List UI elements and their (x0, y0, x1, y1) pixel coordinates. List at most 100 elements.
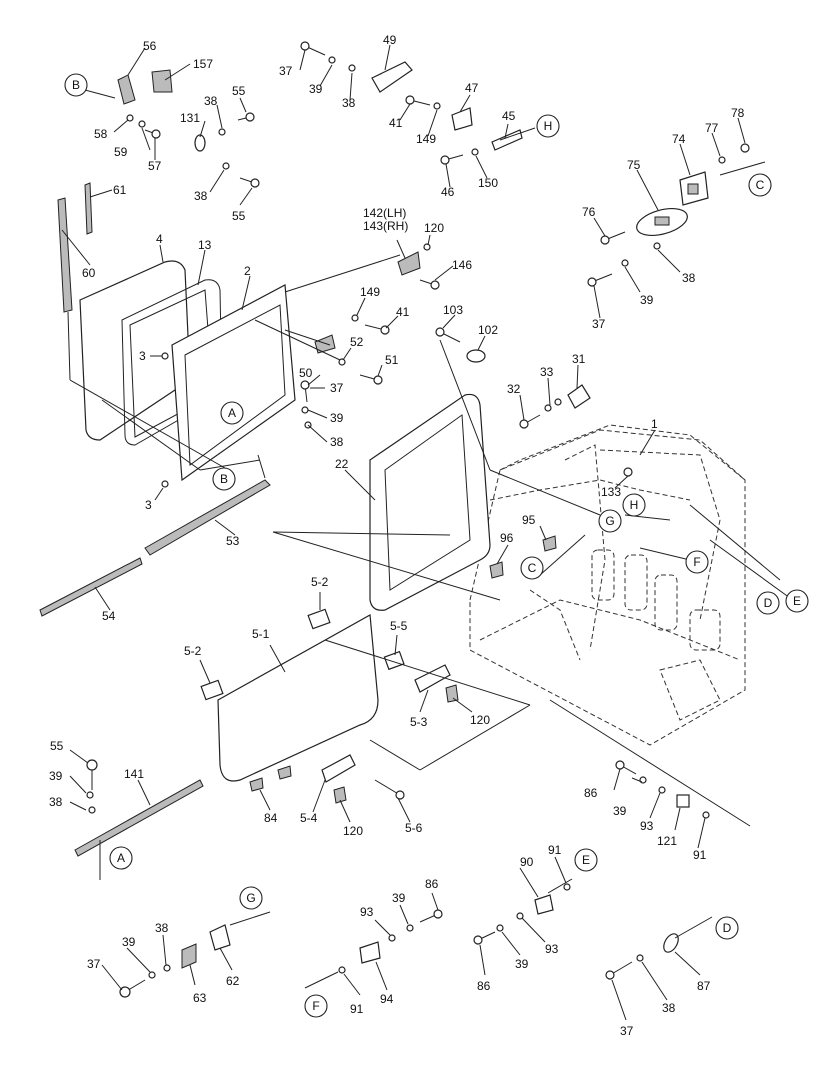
label-93-c: 93 (545, 942, 559, 956)
label-31: 31 (572, 352, 586, 366)
label-96: 96 (500, 531, 514, 545)
label-76: 76 (582, 205, 596, 219)
label-90: 90 (520, 855, 534, 869)
label-41-b: 41 (396, 305, 410, 319)
label-5-2-a: 5-2 (311, 575, 329, 589)
label-22: 22 (335, 457, 349, 471)
plate-102 (466, 349, 486, 363)
callout-h-2: H (622, 493, 646, 517)
label-2: 2 (244, 264, 251, 278)
label-149-b: 149 (360, 285, 380, 299)
label-91-a: 91 (693, 848, 707, 862)
bracket-94 (359, 941, 381, 964)
svg-text:C: C (528, 561, 537, 575)
label-120-a: 120 (424, 221, 444, 235)
wiper-60 (57, 197, 73, 313)
frame-2 (171, 284, 296, 482)
label-54: 54 (102, 609, 116, 623)
label-37-d: 37 (87, 957, 101, 971)
fasteners (86, 56, 750, 979)
label-41-a: 41 (389, 116, 403, 130)
label-5-1: 5-1 (252, 627, 270, 641)
svg-text:A: A (117, 851, 125, 865)
label-102: 102 (478, 323, 498, 337)
label-133: 133 (601, 485, 621, 499)
label-37-e: 37 (620, 1024, 634, 1038)
label-94: 94 (380, 992, 394, 1006)
label-150: 150 (478, 176, 498, 190)
label-49: 49 (383, 33, 397, 47)
label-38-a: 38 (204, 94, 218, 108)
label-131: 131 (180, 111, 200, 125)
label-87: 87 (697, 979, 711, 993)
pad-5-5 (383, 650, 405, 671)
svg-text:G: G (246, 891, 255, 905)
leader-lines (61, 44, 791, 1021)
label-5-6: 5-6 (405, 821, 423, 835)
label-61: 61 (113, 183, 127, 197)
cab-assembly (469, 424, 746, 746)
label-39-f: 39 (392, 891, 406, 905)
bracket-45 (491, 129, 523, 151)
label-146: 146 (452, 258, 472, 272)
svg-text:F: F (312, 999, 319, 1013)
label-57: 57 (148, 159, 162, 173)
callout-c-1: C (748, 173, 772, 197)
strip-53 (144, 479, 271, 556)
label-63: 63 (193, 991, 207, 1005)
bolts (86, 41, 637, 998)
label-52: 52 (350, 335, 364, 349)
label-86-b: 86 (425, 877, 439, 891)
label-5-4: 5-4 (300, 811, 318, 825)
label-93-a: 93 (640, 819, 654, 833)
label-51: 51 (385, 353, 399, 367)
label-38-c: 38 (342, 96, 356, 110)
bracket-49 (371, 61, 413, 93)
bracket-47 (451, 107, 473, 131)
strip-54 (39, 557, 143, 617)
label-38-e: 38 (330, 435, 344, 449)
label-38-g: 38 (155, 921, 169, 935)
part-labels: 56 157 38 55 131 58 59 57 38 55 49 37 39… (49, 33, 745, 1038)
plate-63 (181, 943, 197, 969)
label-93-b: 93 (360, 905, 374, 919)
bracket-74 (679, 171, 709, 206)
label-121: 121 (657, 834, 677, 848)
label-38-d: 38 (682, 271, 696, 285)
label-38-h: 38 (662, 1001, 676, 1015)
pad-5-2-a (307, 608, 331, 630)
label-39-h: 39 (515, 957, 529, 971)
callout-f-1: F (685, 550, 709, 574)
label-37-c: 37 (330, 381, 344, 395)
callout-e-1: E (785, 589, 809, 613)
label-3-b: 3 (145, 498, 152, 512)
label-86-a: 86 (584, 786, 598, 800)
callout-b-2: B (64, 73, 88, 97)
label-141: 141 (124, 767, 144, 781)
label-5-2-b: 5-2 (184, 644, 202, 658)
label-37-b: 37 (592, 317, 606, 331)
strip-141 (74, 779, 204, 857)
label-1: 1 (651, 417, 658, 431)
label-39-c: 39 (330, 411, 344, 425)
label-78: 78 (731, 106, 745, 120)
label-46: 46 (441, 185, 455, 199)
callout-e-2: E (574, 848, 598, 872)
bracket-90 (534, 894, 554, 915)
label-59: 59 (114, 145, 128, 159)
svg-text:H: H (544, 119, 553, 133)
callout-g-2: G (239, 886, 263, 910)
glass-22 (369, 393, 491, 611)
label-39-e: 39 (613, 804, 627, 818)
label-60: 60 (82, 266, 96, 280)
label-143: 143(RH) (363, 219, 408, 233)
label-120-b: 120 (470, 713, 490, 727)
callout-c-2: C (520, 556, 544, 580)
callout-g-1: G (598, 509, 622, 533)
label-5-3: 5-3 (410, 715, 428, 729)
svg-text:C: C (756, 178, 765, 192)
label-55-c: 55 (50, 739, 64, 753)
callout-d-1: D (756, 591, 780, 615)
label-3-a: 3 (139, 349, 146, 363)
svg-text:F: F (693, 555, 700, 569)
